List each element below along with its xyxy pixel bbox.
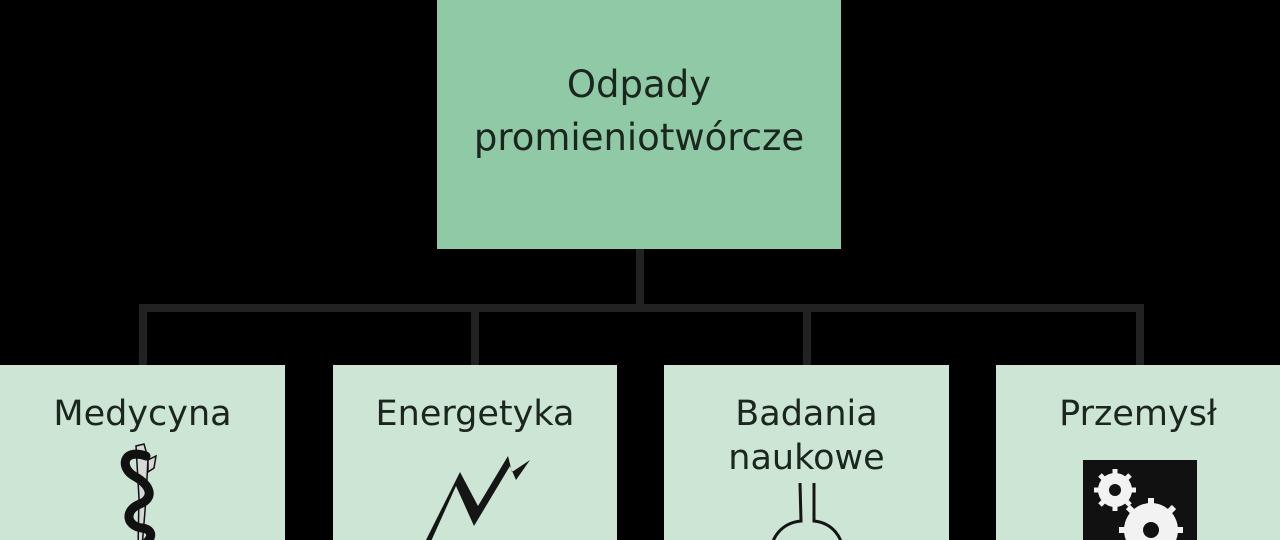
node-label: Energetyka — [375, 394, 575, 434]
node-badania-naukowe: Badania naukowe — [664, 365, 949, 540]
laboratory-flask-icon — [772, 483, 842, 540]
lightning-bolt-icon — [426, 456, 530, 540]
connector-energetyka — [471, 304, 479, 365]
gears-icon — [1083, 460, 1197, 540]
connector-medycyna — [139, 304, 147, 365]
root-label-line1: Odpady — [566, 62, 712, 106]
connector-horizontal — [139, 304, 1144, 312]
node-label-line1: Badania — [735, 394, 878, 434]
node-medycyna: Medycyna — [0, 365, 285, 540]
node-energetyka: Energetyka — [333, 365, 617, 540]
node-przemysl: Przemysł — [996, 365, 1280, 540]
root-label-line2: promieniotwórcze — [473, 115, 805, 159]
node-label: Medycyna — [53, 394, 232, 434]
rod-of-asclepius-icon — [120, 443, 157, 540]
connector-przemysl — [1136, 304, 1144, 365]
connector-badania — [803, 304, 811, 365]
root-node: Odpady promieniotwórcze — [437, 0, 841, 249]
connector-root-stem — [636, 249, 644, 311]
node-label-line2: naukowe — [728, 438, 885, 478]
node-label: Przemysł — [1059, 394, 1217, 434]
